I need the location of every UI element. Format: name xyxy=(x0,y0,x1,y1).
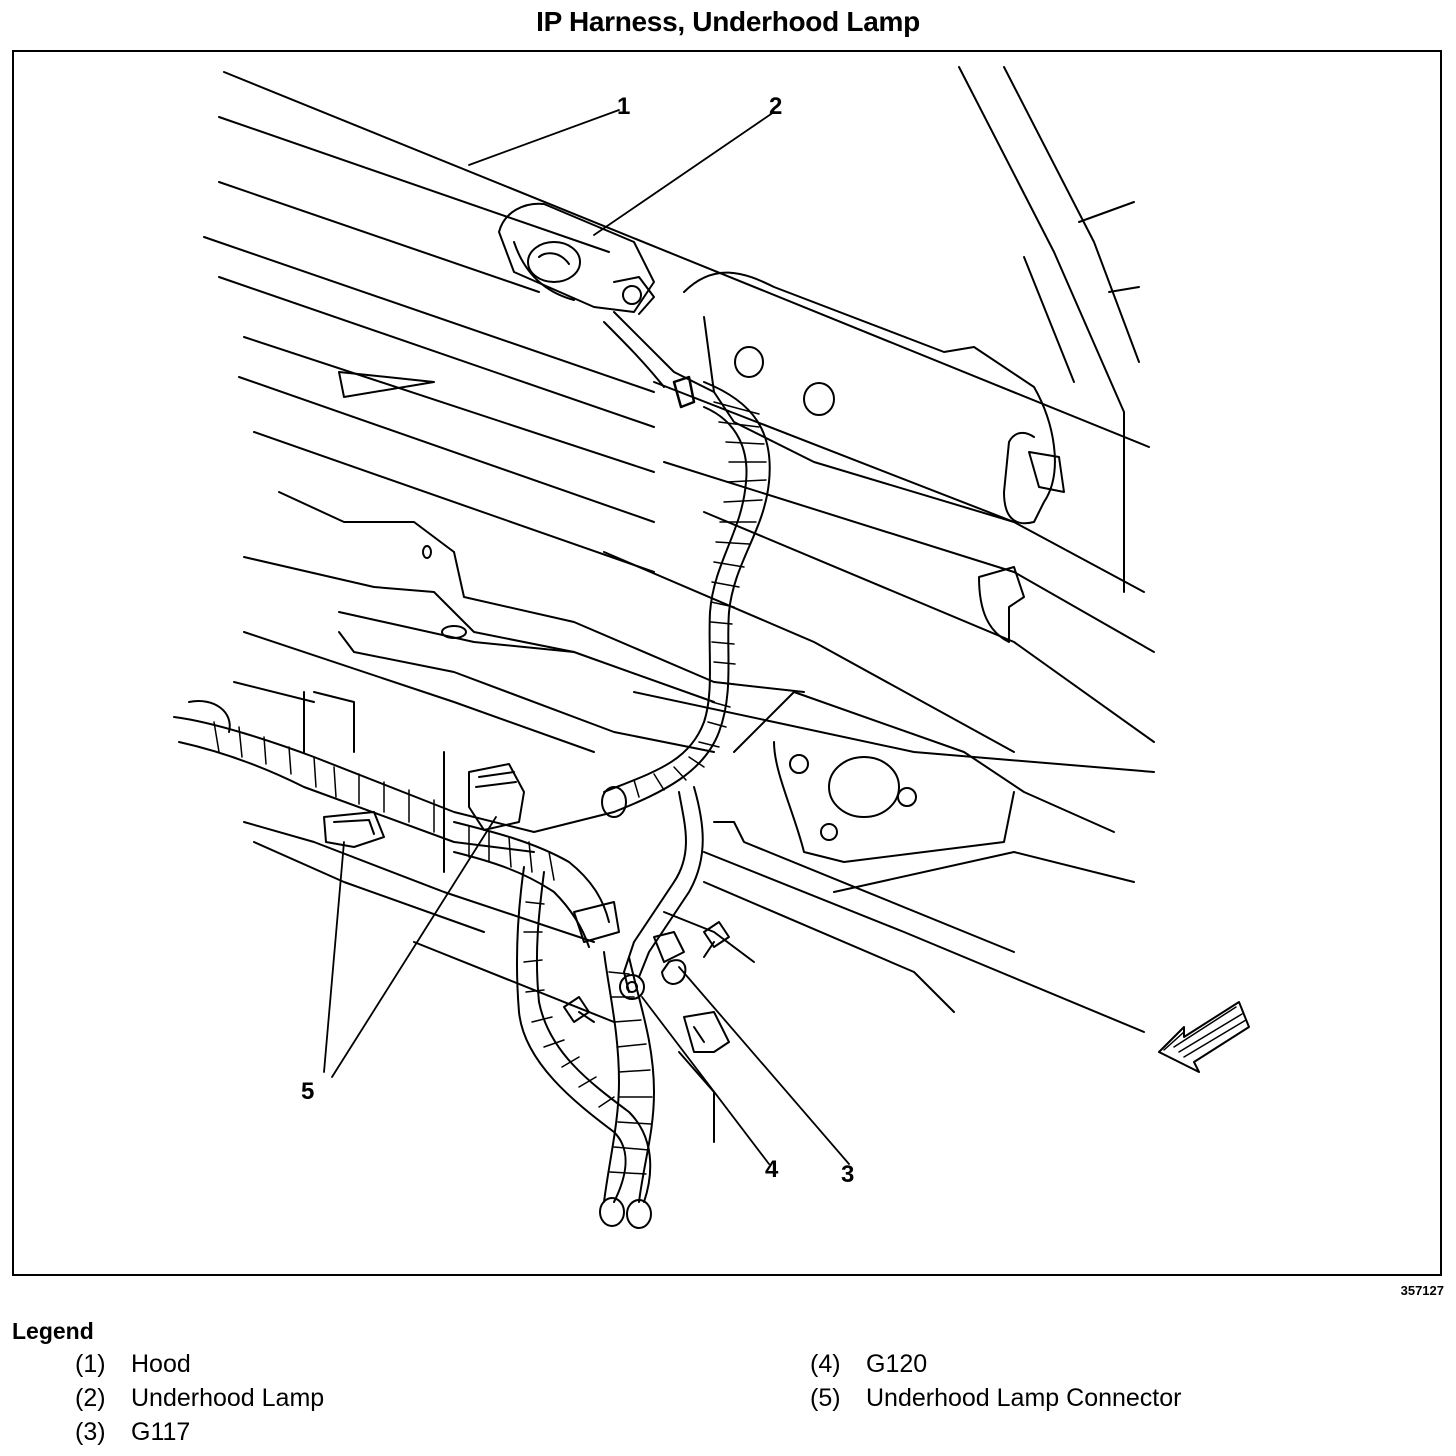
legend-number: (1) xyxy=(75,1350,106,1378)
legend-label: Hood xyxy=(131,1350,191,1378)
callout-leaders xyxy=(323,109,850,1165)
ground-strap xyxy=(619,786,704,1000)
callout-3: 3 xyxy=(841,1161,854,1188)
g120-ground-bolt xyxy=(563,996,595,1023)
legend-label: G117 xyxy=(131,1418,191,1446)
cowl-structure xyxy=(233,491,1155,1033)
wiring-harness xyxy=(173,311,771,1229)
legend-item-g120: (4) G120 xyxy=(810,1350,927,1379)
callout-4: 4 xyxy=(765,1156,779,1183)
underhood-lamp-connector xyxy=(323,763,525,848)
hood-harness-illustration: 1 2 3 4 5 xyxy=(173,66,1250,1229)
legend-number: (3) xyxy=(75,1418,106,1446)
hood-panel xyxy=(203,66,1155,753)
callout-5: 5 xyxy=(301,1078,314,1105)
hood-inner-panel xyxy=(683,271,1065,643)
diagram-title: IP Harness, Underhood Lamp xyxy=(536,6,920,37)
callout-2: 2 xyxy=(769,93,782,120)
legend-item-underhood-lamp-connector: (5) Underhood Lamp Connector xyxy=(810,1384,1181,1413)
callout-1: 1 xyxy=(617,93,630,120)
legend-item-g117: (3) G117 xyxy=(75,1418,190,1447)
legend-heading: Legend xyxy=(12,1318,94,1344)
diagram-frame: 1 2 3 4 5 xyxy=(12,50,1442,1276)
bracket xyxy=(678,1011,730,1143)
legend-label: Underhood Lamp Connector xyxy=(866,1384,1182,1412)
legend-number: (4) xyxy=(810,1350,841,1378)
legend-number: (5) xyxy=(810,1384,841,1412)
legend-number: (2) xyxy=(75,1384,106,1412)
legend-item-hood: (1) Hood xyxy=(75,1350,191,1379)
legend-label: G120 xyxy=(866,1350,928,1378)
g117-ground-bolt xyxy=(653,921,730,985)
underhood-lamp xyxy=(498,202,655,315)
figure-id: 357127 xyxy=(1400,1283,1444,1298)
legend-label: Underhood Lamp xyxy=(131,1384,325,1412)
legend-item-underhood-lamp: (2) Underhood Lamp xyxy=(75,1384,324,1413)
view-arrow-icon xyxy=(1158,1001,1250,1073)
